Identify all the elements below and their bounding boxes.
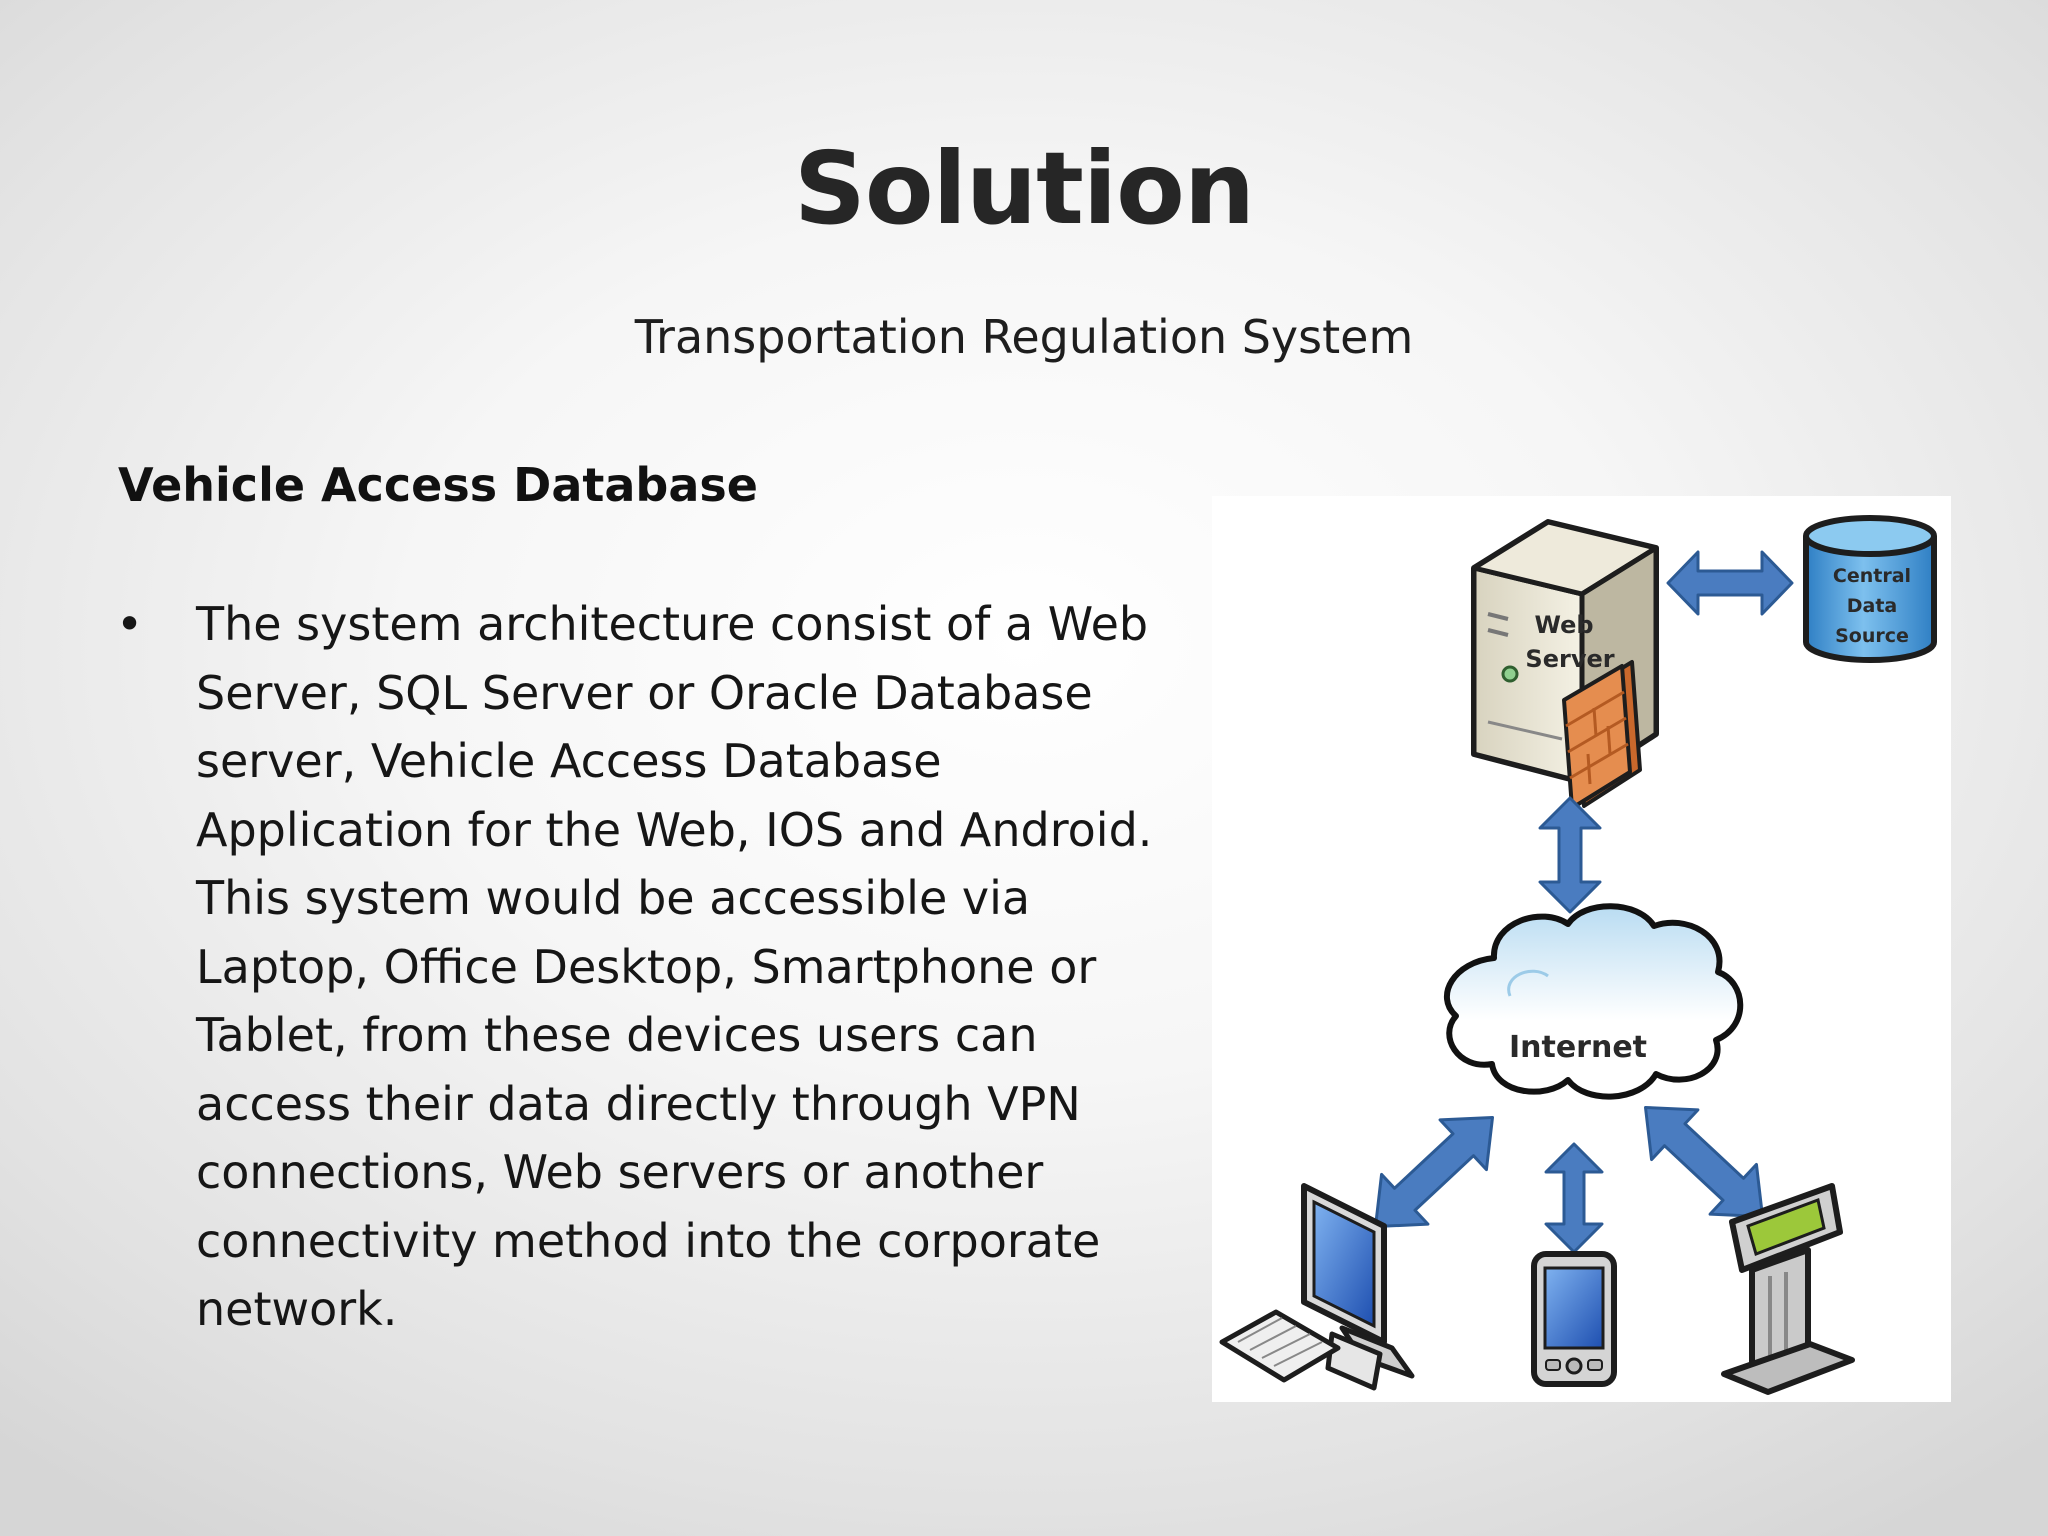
data-source-label: Data bbox=[1847, 595, 1898, 617]
keyboard-icon bbox=[1219, 1309, 1341, 1383]
double-arrow-icon bbox=[1373, 1115, 1495, 1229]
bullet-text: The system architecture consist of a Web… bbox=[196, 597, 1153, 1336]
double-arrow-icon bbox=[1666, 550, 1794, 616]
bullet-list: • The system architecture consist of a W… bbox=[110, 590, 1170, 1344]
bullet-marker: • bbox=[116, 597, 144, 651]
web-server-label: Server bbox=[1525, 645, 1614, 673]
database-icon bbox=[1803, 515, 1937, 663]
data-source-label: Source bbox=[1835, 625, 1909, 647]
double-arrow-icon bbox=[1538, 796, 1602, 914]
slide-title: Solution bbox=[793, 130, 1255, 247]
cloud-icon bbox=[1443, 903, 1744, 1100]
bullet-item: • The system architecture consist of a W… bbox=[110, 590, 1170, 1344]
server-icon bbox=[1471, 519, 1659, 785]
desktop-computer-icon bbox=[1301, 1183, 1415, 1391]
firewall-icon bbox=[1562, 660, 1642, 810]
slide-subtitle: Transportation Regulation System bbox=[634, 310, 1414, 364]
section-heading: Vehicle Access Database bbox=[118, 458, 758, 512]
smartphone-icon bbox=[1531, 1251, 1617, 1387]
internet-label: Internet bbox=[1509, 1030, 1647, 1065]
kiosk-icon bbox=[1721, 1183, 1855, 1395]
double-arrow-icon bbox=[1643, 1105, 1765, 1219]
data-source-label: Central bbox=[1833, 565, 1911, 587]
double-arrow-icon bbox=[1544, 1142, 1604, 1254]
architecture-diagram: Web Server Central Data Source bbox=[1212, 496, 1951, 1402]
web-server-label: Web bbox=[1534, 611, 1593, 639]
